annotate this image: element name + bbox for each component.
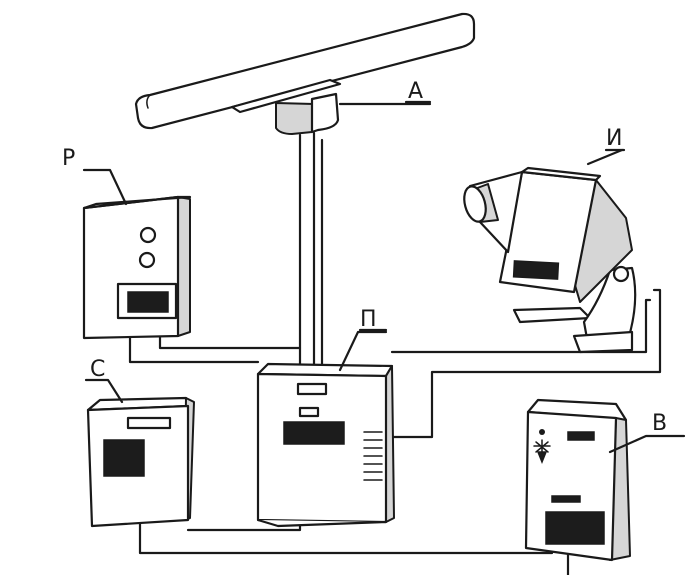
indicator-display <box>512 260 560 280</box>
control-panel-knob-lower <box>138 251 156 269</box>
antenna: А <box>134 12 476 135</box>
power-unit: В <box>524 398 686 562</box>
control-panel-display <box>127 291 169 313</box>
cable-printer-power <box>138 518 554 555</box>
transceiver-vent-grille <box>363 431 383 481</box>
antenna-pedestal-front <box>310 92 340 134</box>
control-panel: Р <box>62 146 192 340</box>
control-panel-label-leader <box>82 168 128 206</box>
antenna-beam <box>134 12 476 130</box>
transceiver-side <box>385 365 395 523</box>
printer: С <box>84 357 195 528</box>
warning-icon <box>533 429 551 465</box>
control-panel-top <box>82 195 192 210</box>
transceiver-display <box>283 421 345 445</box>
indicator: И <box>463 126 637 354</box>
printer-label-leader <box>84 378 124 404</box>
cable-indicator-inner <box>390 298 652 354</box>
cable-indicator <box>390 288 662 439</box>
cable-control-panel-lower <box>128 336 260 364</box>
transceiver-label-leader <box>338 330 388 372</box>
transceiver-switch <box>298 406 320 418</box>
control-panel-label: Р <box>62 146 75 171</box>
indicator-label: И <box>606 126 622 151</box>
power-unit-meter <box>567 431 595 441</box>
antenna-pedestal-side <box>275 102 315 135</box>
printer-slot <box>126 416 172 430</box>
control-panel-side <box>177 196 191 337</box>
antenna-label: А <box>408 79 423 104</box>
antenna-underside <box>230 78 342 114</box>
indicator-pivot <box>612 265 630 283</box>
indicator-base-left <box>512 306 592 324</box>
cable-control-panel <box>158 333 302 350</box>
transceiver-bottom-edge <box>257 518 387 528</box>
power-unit-label-leader <box>608 434 686 454</box>
printer-label: С <box>90 357 105 382</box>
power-unit-switch <box>551 495 581 503</box>
control-panel-knob-upper <box>139 226 157 244</box>
power-unit-panel <box>545 511 605 545</box>
indicator-housing-top <box>520 166 602 182</box>
transceiver: П <box>256 307 395 528</box>
transceiver-indicator-window <box>296 382 328 396</box>
printer-display <box>103 439 145 477</box>
transceiver-label: П <box>360 307 377 332</box>
indicator-label-leader <box>586 148 624 166</box>
power-unit-label: В <box>652 411 667 436</box>
indicator-base-right <box>572 330 634 354</box>
indicator-eyepiece <box>463 185 487 223</box>
